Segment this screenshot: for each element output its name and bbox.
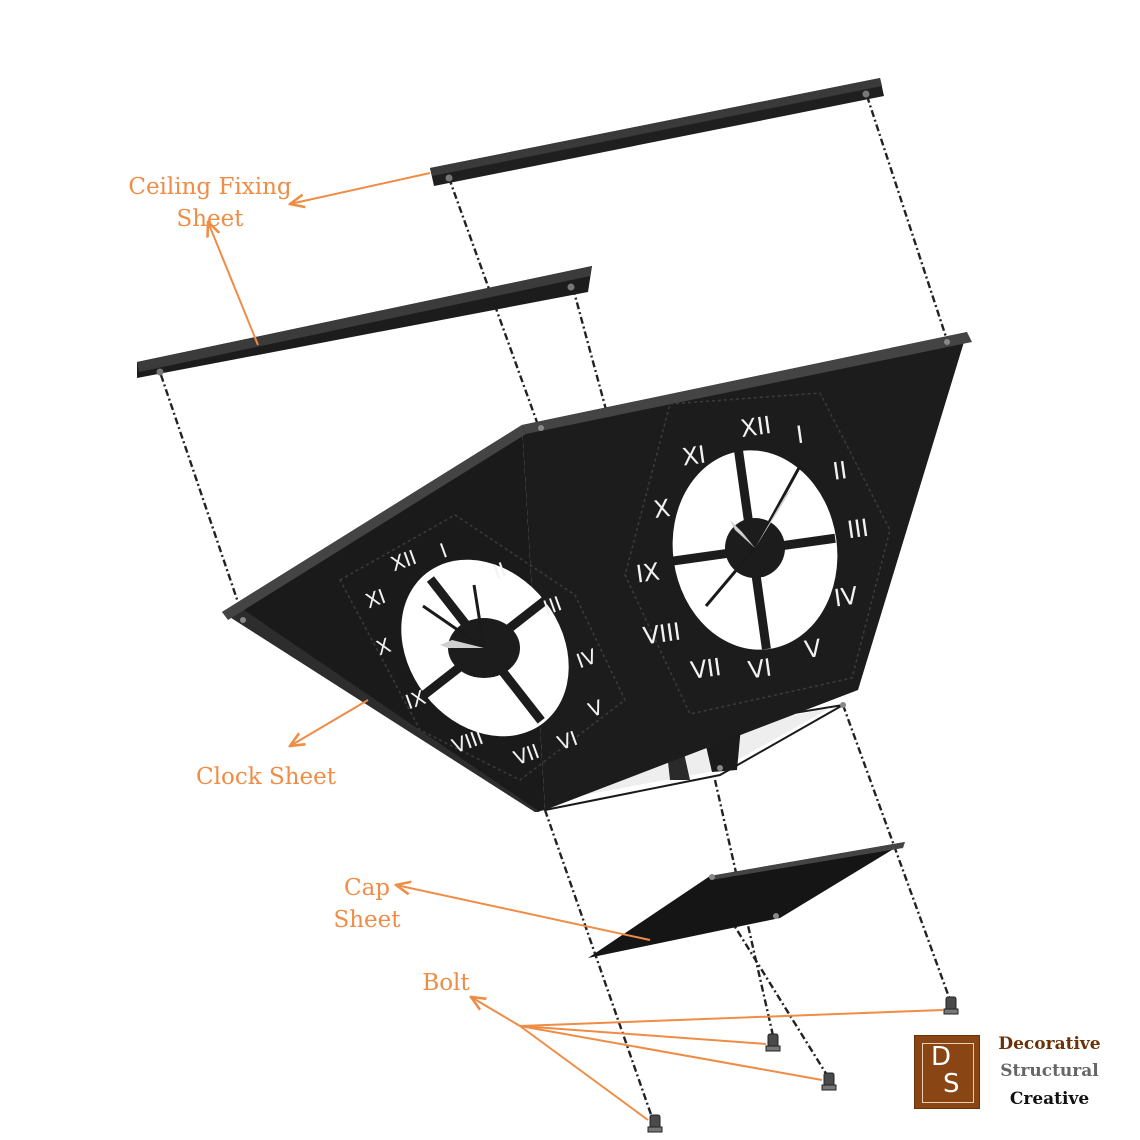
clock-numeral-right-i: I	[794, 421, 805, 450]
bolt-2	[765, 1033, 781, 1052]
ceiling-fixing-sheet-label: Ceiling Fixing Sheet	[110, 171, 310, 235]
cap-sheet-part	[588, 842, 905, 958]
clock-face-right	[624, 392, 891, 715]
cap-sheet-label: Cap Sheet	[318, 872, 416, 936]
clock-numeral-right-vii: VII	[689, 653, 723, 685]
clock-numeral-right-xii: XII	[739, 411, 773, 443]
clock-sheet-label: Clock Sheet	[196, 764, 336, 790]
clock-numeral-right-viii: VIII	[641, 618, 682, 651]
leader-lines	[208, 172, 944, 1121]
ceiling-fixing-sheet-front	[137, 266, 592, 378]
clock-numeral-right-ix: IX	[634, 558, 661, 589]
clock-numeral-right-xi: XI	[680, 441, 707, 472]
logo-word-creative: Creative	[1009, 1089, 1090, 1109]
clock-numeral-right-iv: IV	[832, 581, 860, 612]
logo-word-structural: Structural	[1000, 1061, 1099, 1081]
clock-numeral-right-v: V	[803, 634, 824, 664]
bolt-3	[821, 1072, 837, 1091]
clock-numeral-right-iii: III	[845, 514, 870, 545]
ceiling-fixing-label-line2: Sheet	[176, 206, 244, 232]
cap-sheet-label-line1: Cap	[343, 875, 391, 901]
bolt-label: Bolt	[422, 970, 470, 996]
company-logo: D S Decorative Structural Creative	[912, 1033, 1102, 1113]
ceiling-fixing-label-line1: Ceiling Fixing	[128, 174, 292, 200]
bolt-4	[647, 1114, 663, 1133]
clock-numeral-right-vi: VI	[746, 654, 773, 685]
bolts	[647, 996, 959, 1133]
bolt-1	[943, 996, 959, 1015]
cap-sheet-label-line2: Sheet	[333, 907, 401, 933]
logo-word-decorative: Decorative	[998, 1034, 1101, 1054]
logo-mark: D S	[914, 1035, 980, 1109]
clock-numeral-right-x: X	[652, 494, 672, 524]
ceiling-fixing-sheet-back	[430, 78, 884, 186]
logo-letter-d: D	[931, 1042, 952, 1072]
logo-letter-s: S	[943, 1069, 960, 1099]
clock-numeral-right-ii: II	[831, 456, 849, 486]
clock-body	[222, 332, 972, 812]
logo-mark-frame	[922, 1043, 974, 1103]
clock-face-left	[338, 514, 626, 781]
